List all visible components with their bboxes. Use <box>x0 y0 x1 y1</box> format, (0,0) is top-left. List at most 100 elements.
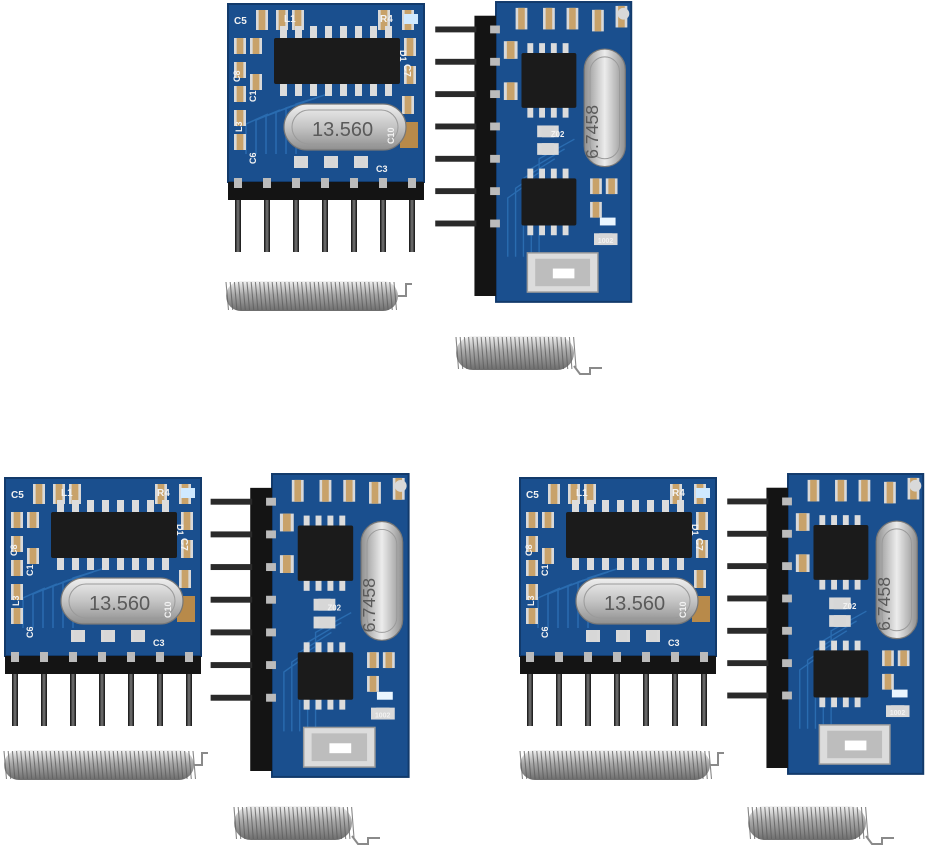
coil-turn <box>797 806 802 840</box>
chip-pin <box>57 500 64 514</box>
coil-turn <box>262 806 267 840</box>
crystal-label: 13.560 <box>604 593 665 615</box>
silkscreen-label: C5 <box>234 16 247 27</box>
coil-turn <box>827 806 831 840</box>
coil-turn <box>497 336 502 370</box>
coil-turn <box>472 336 476 370</box>
chip-pin <box>587 556 594 570</box>
coil-turn <box>844 806 848 840</box>
crystal-can <box>60 577 184 625</box>
smd-component <box>71 484 79 504</box>
coil-turn <box>129 750 134 780</box>
pin-solder <box>408 178 416 188</box>
coil-turn <box>852 806 857 840</box>
smd-component <box>672 484 680 504</box>
crystal-can <box>575 577 699 625</box>
smd-component <box>837 479 845 502</box>
chip-body <box>813 650 869 698</box>
chip-body <box>521 178 577 226</box>
smd-component <box>698 540 706 558</box>
coil-turn <box>573 336 577 370</box>
chip-body <box>566 512 692 558</box>
smd-component <box>404 96 412 114</box>
pin-header <box>520 652 716 726</box>
smd-component <box>649 630 657 642</box>
chip-pin <box>303 515 310 528</box>
coil-turn <box>125 750 129 780</box>
smd-component <box>541 143 554 155</box>
header-pin <box>585 674 591 726</box>
silkscreen-label: C8 <box>232 70 242 82</box>
coil-turn <box>325 806 330 840</box>
smd-component <box>357 156 365 168</box>
crystal-label: 6.7458 <box>874 577 894 631</box>
led-d1 <box>696 488 710 498</box>
button-cap <box>552 268 575 279</box>
coil-turn <box>768 806 773 840</box>
coil-turn <box>793 806 798 840</box>
chip-pin <box>602 500 609 514</box>
chip-pin <box>831 640 837 653</box>
header-pin <box>293 200 299 252</box>
coil-turn <box>590 750 595 780</box>
silkscreen-label: C1 <box>25 564 35 576</box>
mount-hole <box>909 479 922 492</box>
coil-turn <box>254 806 259 840</box>
chip-body <box>813 524 869 580</box>
coil-turn <box>16 750 20 780</box>
led <box>599 217 616 226</box>
smd-component <box>13 536 21 552</box>
coil-turn <box>142 750 146 780</box>
coil-turn <box>24 750 29 780</box>
chip-pin <box>854 515 861 527</box>
coil-turn <box>296 806 301 840</box>
smd-component <box>236 62 244 78</box>
coil-turn <box>802 806 806 840</box>
coil-turn <box>250 281 255 311</box>
coil-turn <box>263 281 267 311</box>
smd-component <box>29 512 37 528</box>
coil-turn <box>237 806 242 840</box>
silkscreen-label: C8 <box>9 544 19 556</box>
chip-pin <box>370 82 377 96</box>
smd-component <box>345 479 353 502</box>
coil-turn <box>150 750 155 780</box>
chip-pin <box>325 26 332 40</box>
chip-pin <box>303 642 310 655</box>
coil-turn <box>121 750 125 780</box>
coil-turn <box>556 336 560 370</box>
chip-pin <box>327 642 334 655</box>
chip-pin <box>677 500 684 514</box>
coil-turn <box>158 750 163 780</box>
smd-component <box>35 484 43 504</box>
coil-turn <box>28 750 33 780</box>
transmitter-chip-1 <box>521 43 577 118</box>
chip-pin <box>72 500 79 514</box>
chip-pin <box>87 500 94 514</box>
coil-turn <box>848 806 852 840</box>
silkscreen-label: C5 <box>11 490 24 501</box>
coil-turn <box>45 750 50 780</box>
chip-pin <box>527 105 534 118</box>
pin-solder <box>490 219 500 228</box>
pin-solder <box>266 595 276 604</box>
silkscreen-label: C3 <box>153 638 165 648</box>
coil-turn <box>267 281 272 311</box>
coil-turn <box>658 750 662 780</box>
coil-turn <box>372 281 377 311</box>
smd-component <box>297 156 305 168</box>
smd-component <box>55 484 63 504</box>
coil-turn <box>62 750 66 780</box>
coil-turn <box>535 336 539 370</box>
chip-pin <box>617 556 624 570</box>
silkscreen-label: L1 <box>284 14 296 25</box>
pin-solder <box>782 659 792 668</box>
spring-antenna <box>519 750 724 780</box>
coil-turn <box>179 750 184 780</box>
coil-turn <box>83 750 87 780</box>
coil-turn <box>304 806 309 840</box>
chip-pin <box>842 577 849 590</box>
crystal-can <box>360 520 404 641</box>
chip-pin <box>819 577 826 590</box>
smd-component <box>236 38 244 54</box>
